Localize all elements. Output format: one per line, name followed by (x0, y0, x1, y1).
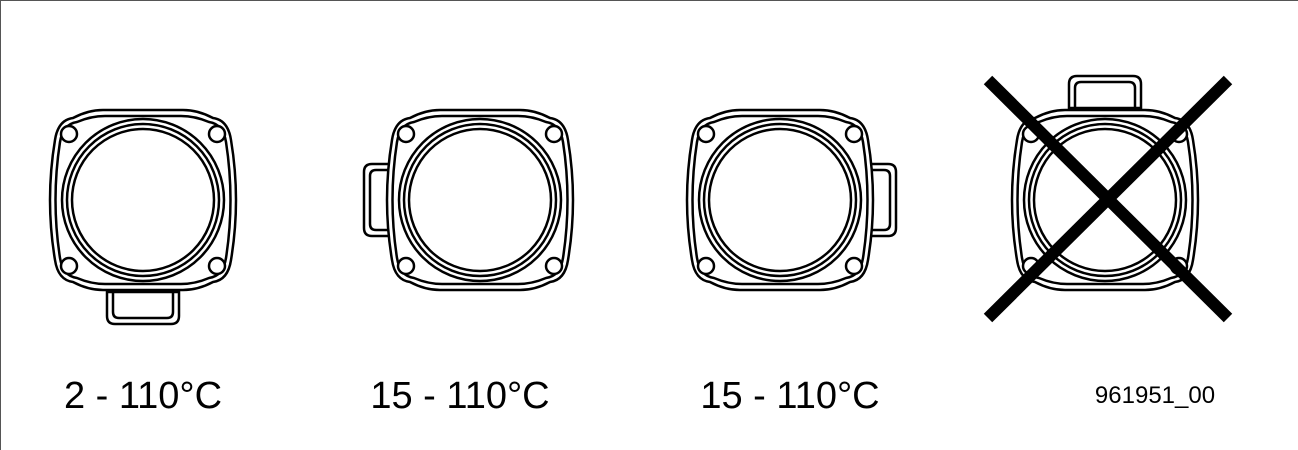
motor-terminal-box-left-icon (362, 108, 575, 292)
motor-terminal-box-bottom-icon (48, 108, 238, 326)
drawing-code: 961951_00 (1094, 382, 1216, 409)
temperature-label-position-2: 15 - 110°C (370, 375, 550, 417)
temperature-label-position-1: 2 - 110°C (63, 375, 223, 417)
motor-terminal-box-right-icon (685, 108, 898, 292)
not-permitted-cross-icon (983, 75, 1233, 323)
temperature-label-position-3: 15 - 110°C (700, 375, 880, 417)
